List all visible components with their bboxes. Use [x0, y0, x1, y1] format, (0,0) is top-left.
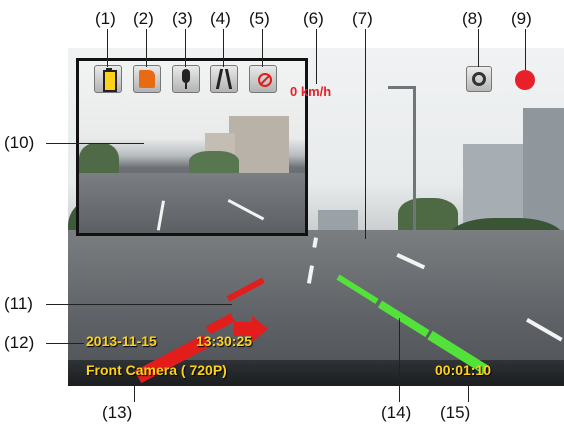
callout-8: (8) — [462, 9, 483, 28]
callout-13: (13) — [102, 403, 133, 422]
battery-status — [94, 65, 122, 93]
callout-7: (7) — [352, 9, 373, 28]
lane-icon — [215, 69, 224, 89]
camera-label: Front Camera ( 720P) — [86, 362, 227, 378]
red-arrow — [252, 316, 268, 342]
no-gps-icon — [258, 73, 272, 87]
callout-1: (1) — [95, 9, 116, 28]
leader-line — [399, 318, 400, 402]
leader-line — [262, 29, 263, 67]
callout-2: (2) — [133, 9, 154, 28]
callout-11: (11) — [4, 294, 33, 313]
leader-line — [107, 29, 108, 67]
lane-icon — [224, 69, 233, 89]
leader-line — [46, 304, 232, 305]
callout-5: (5) — [249, 9, 270, 28]
red-arrow — [234, 322, 252, 336]
leader-line — [525, 29, 526, 70]
film-reel-icon — [472, 72, 486, 86]
callout-14: (14) — [381, 403, 412, 422]
leader-line — [185, 29, 186, 67]
recording-dot-icon — [515, 70, 535, 90]
gps-status — [249, 65, 277, 93]
leader-line — [223, 29, 224, 67]
time-stamp: 13:30:25 — [196, 333, 253, 349]
street-light — [388, 86, 416, 89]
microphone-icon — [182, 69, 190, 83]
leader-line — [468, 376, 469, 402]
leader-line — [478, 29, 479, 67]
callout-3: (3) — [172, 9, 193, 28]
building — [229, 116, 289, 176]
lane-guide-status — [210, 65, 238, 93]
battery-icon — [103, 70, 117, 92]
callout-6: (6) — [303, 9, 324, 28]
callout-4: (4) — [210, 9, 231, 28]
playback-mode-button[interactable] — [466, 66, 492, 92]
leader-line — [46, 343, 84, 344]
callout-15: (15) — [440, 403, 471, 422]
callout-12: (12) — [4, 333, 35, 352]
microphone-icon — [185, 83, 187, 89]
rear-camera-inset — [76, 58, 308, 236]
leader-line — [365, 29, 366, 239]
date-stamp: 2013-11-15 — [86, 333, 157, 349]
callout-9: (9) — [511, 9, 532, 28]
tree — [189, 151, 239, 177]
leader-line — [146, 29, 147, 67]
speed-readout: 0 km/h — [290, 84, 332, 99]
microphone-status — [172, 65, 200, 93]
road — [79, 173, 305, 233]
street-light — [413, 88, 416, 238]
sd-card-status — [133, 65, 161, 93]
sd-card-icon — [139, 70, 155, 88]
leader-line — [134, 376, 135, 402]
battery-icon — [106, 68, 112, 71]
elapsed-time: 00:01:10 — [435, 362, 492, 378]
leader-line — [46, 143, 144, 144]
leader-line — [316, 29, 317, 84]
callout-10: (10) — [4, 133, 35, 152]
